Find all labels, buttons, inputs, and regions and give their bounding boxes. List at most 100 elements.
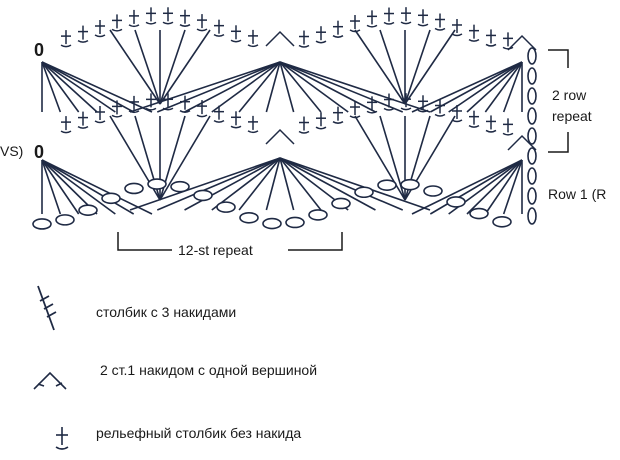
chain-stitch	[170, 180, 190, 193]
front-post-sc-symbol	[417, 9, 429, 27]
treble-stitch	[279, 157, 376, 211]
chain-stitch	[239, 211, 259, 224]
front-post-sc-symbol	[383, 7, 395, 25]
treble-stitch	[184, 157, 281, 211]
treble-stitch	[265, 61, 281, 113]
treble-stitch	[41, 61, 80, 113]
legend-text-dc2tog: 2 ст.1 накидом с одной вершиной	[100, 362, 318, 378]
front-post-sc-symbol	[485, 29, 497, 47]
treble-stitch	[411, 159, 523, 215]
front-post-sc-symbol	[128, 9, 140, 28]
treble-stitch	[156, 157, 281, 211]
front-post-sc-symbol	[315, 112, 327, 130]
dc2tog-symbol	[265, 128, 295, 145]
front-post-sc-symbol	[94, 20, 106, 38]
chain-stitch	[354, 186, 374, 199]
chain-stitch	[331, 197, 351, 210]
turning-chain-stitch	[527, 207, 537, 225]
turning-chain-stitch	[527, 187, 537, 205]
front-post-sc-symbol	[77, 25, 89, 43]
treble-crochet-icon	[37, 285, 57, 331]
front-post-sc-symbol	[213, 105, 225, 123]
front-post-sc-symbol	[77, 111, 89, 129]
chain-stitch	[308, 209, 328, 221]
front-post-sc-symbol	[247, 115, 259, 134]
two-row-repeat-label-2: repeat	[552, 108, 592, 124]
front-post-sc-symbol	[315, 26, 327, 44]
start-mark-top: 0	[34, 40, 44, 60]
row-top-symbols	[60, 7, 514, 50]
front-post-sc-symbol	[468, 110, 480, 128]
treble-stitch	[41, 159, 135, 215]
front-post-sc-symbol	[434, 13, 446, 31]
treble-stitch	[134, 29, 161, 105]
treble-stitch	[41, 159, 62, 215]
turning-chain-stitch	[527, 67, 537, 85]
chain-stitch	[101, 192, 121, 205]
front-post-sc-symbol	[451, 104, 463, 123]
treble-stitch	[354, 29, 406, 105]
treble-stitch	[41, 61, 135, 113]
front-post-sc-symbol	[230, 25, 242, 43]
treble-stitch	[279, 61, 349, 113]
dc2tog-symbol	[507, 34, 537, 51]
row-middle-symbols	[60, 93, 514, 136]
front-post-sc-symbol	[196, 100, 208, 118]
treble-stitch	[41, 61, 98, 113]
front-post-sc-symbol	[298, 30, 310, 48]
row-label-wrong-side: VS)	[0, 143, 23, 159]
treble-stitch	[404, 29, 456, 105]
chain-stitch	[124, 182, 144, 195]
treble-stitch	[279, 61, 404, 113]
treble-stitch	[129, 157, 281, 211]
front-post-sc-symbol	[60, 116, 72, 134]
front-post-sc-symbol	[502, 32, 514, 50]
chain-stitch	[400, 178, 420, 191]
treble-stitch	[448, 61, 523, 113]
front-post-sc-icon	[55, 427, 69, 450]
treble-stitch	[159, 29, 211, 105]
front-post-sc-symbol	[145, 93, 157, 111]
front-post-sc-symbol	[349, 101, 361, 119]
front-post-sc-symbol	[162, 7, 174, 25]
treble-stitch	[279, 157, 404, 211]
start-mark-middle: 0	[34, 142, 44, 162]
chain-stitch	[55, 214, 75, 226]
foundation-chains	[32, 178, 512, 230]
treble-stitch	[279, 61, 295, 113]
front-post-sc-symbol	[94, 106, 106, 124]
front-post-sc-symbol	[247, 29, 259, 48]
turning-chain-stitch	[527, 167, 537, 185]
treble-stitch	[129, 61, 281, 113]
front-post-sc-symbol	[111, 100, 123, 118]
two-row-repeat-bracket	[548, 49, 569, 153]
chain-stitch	[78, 204, 98, 216]
chain-stitch	[193, 189, 213, 202]
treble-stitch	[238, 157, 281, 211]
turning-chain-stitch	[527, 47, 537, 65]
front-post-sc-symbol	[111, 14, 123, 32]
treble-stitch	[41, 61, 116, 113]
front-post-sc-symbol	[485, 115, 497, 133]
chain-stitch	[216, 201, 236, 213]
treble-stitch	[466, 159, 523, 215]
treble-stitch	[159, 115, 211, 201]
front-post-sc-symbol	[298, 116, 310, 134]
decrease-marks	[265, 30, 537, 151]
front-post-sc-symbol	[400, 93, 412, 111]
dc2tog-symbol	[507, 134, 537, 151]
treble-stitch	[484, 61, 523, 113]
turning-chain-stitch	[527, 147, 537, 165]
dc2tog-symbol	[265, 30, 295, 47]
chain-stitch	[262, 217, 282, 230]
treble-stitch	[238, 61, 281, 113]
dc2tog-icon	[33, 371, 67, 390]
treble-stitch	[502, 61, 523, 113]
front-post-sc-symbol	[196, 14, 208, 32]
chain-stitch	[446, 196, 466, 208]
treble-stitch	[279, 157, 295, 211]
treble-stitch	[211, 157, 281, 211]
treble-stitch	[41, 61, 62, 113]
treble-stitch	[429, 159, 523, 215]
